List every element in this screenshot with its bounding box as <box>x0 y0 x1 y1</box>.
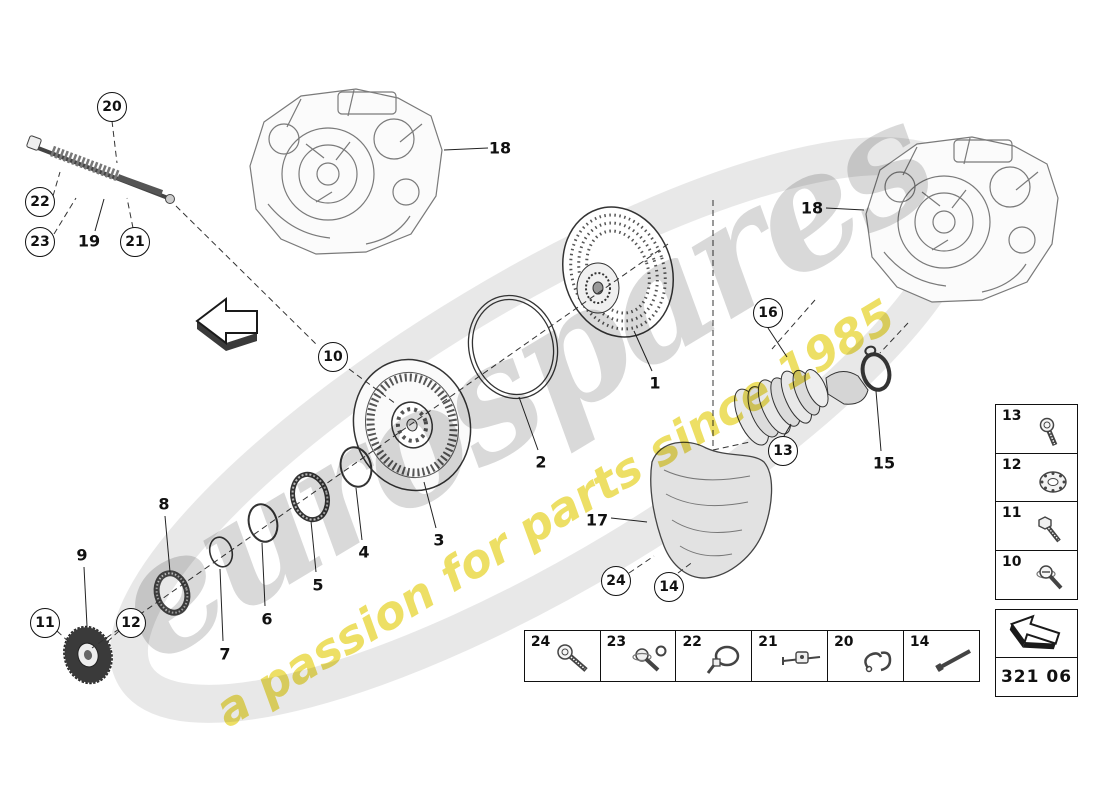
part-1-clutch-drum <box>561 206 675 338</box>
side-box-12-number: 12 <box>1002 456 1022 473</box>
strip-box-21[interactable]: 21 <box>751 630 829 682</box>
strip-box-24[interactable]: 24 <box>523 630 601 682</box>
leader-lines <box>83 147 882 642</box>
label-5[interactable]: 5 <box>312 575 324 595</box>
part-2-oring <box>467 294 559 400</box>
strip-box-14-number: 14 <box>909 634 930 650</box>
strip-box-24-number: 24 <box>530 634 551 650</box>
label-1[interactable]: 1 <box>649 373 661 393</box>
direction-arrow-icon <box>195 296 258 351</box>
side-box-12[interactable]: 12 <box>995 452 1078 503</box>
spring-clip-icon <box>864 651 892 673</box>
diagram-code[interactable]: 321 06 <box>995 656 1078 697</box>
callout-12[interactable]: 12 <box>116 608 146 638</box>
part-16-boot <box>734 369 829 446</box>
callout-24[interactable]: 24 <box>601 566 631 596</box>
side-box-10-number: 10 <box>1002 554 1022 571</box>
diagram-code-icon-box[interactable] <box>995 609 1078 658</box>
dowel-pin-icon <box>935 649 971 673</box>
callout-10[interactable]: 10 <box>318 342 348 372</box>
fastener-side-panel: 13 12 11 <box>995 403 1078 601</box>
part-13-bracket <box>825 371 869 405</box>
flanged-bolt-icon <box>632 645 667 672</box>
assembly-axis-lines <box>52 120 909 649</box>
label-19[interactable]: 19 <box>77 231 101 251</box>
label-6[interactable]: 6 <box>261 609 273 629</box>
label-15[interactable]: 15 <box>872 453 896 473</box>
side-box-10[interactable]: 10 <box>995 550 1078 601</box>
label-7[interactable]: 7 <box>219 644 231 664</box>
label-2[interactable]: 2 <box>535 452 547 472</box>
part-6-ring <box>247 503 279 543</box>
part-18-gearbox-left <box>249 88 443 255</box>
strip-box-21-number: 21 <box>758 634 778 650</box>
part-18-gearbox-right <box>865 136 1059 303</box>
callout-16[interactable]: 16 <box>753 298 783 328</box>
socket-head-bolt-icon <box>557 644 588 672</box>
locking-rod-icon <box>782 651 821 665</box>
callout-21[interactable]: 21 <box>120 227 150 257</box>
socket-head-bolt-icon <box>1039 417 1058 446</box>
flanged-disc-icon <box>1039 470 1067 493</box>
part-4-ring <box>339 446 373 488</box>
callout-13[interactable]: 13 <box>768 436 798 466</box>
label-3[interactable]: 3 <box>433 530 445 550</box>
strip-box-23-number: 23 <box>606 634 627 650</box>
label-18-left[interactable]: 18 <box>488 138 512 158</box>
callout-14[interactable]: 14 <box>654 572 684 602</box>
part-8-bearing <box>153 570 191 616</box>
strip-box-14[interactable]: 14 <box>902 630 980 682</box>
strip-box-20-number: 20 <box>834 634 854 650</box>
strip-box-22-number: 22 <box>682 634 702 650</box>
part-7-ring <box>208 536 234 568</box>
strip-box-23[interactable]: 23 <box>599 630 677 682</box>
side-box-13[interactable]: 13 <box>995 403 1078 454</box>
label-17[interactable]: 17 <box>585 510 609 530</box>
label-8[interactable]: 8 <box>158 494 170 514</box>
part-17-cover <box>650 441 773 579</box>
side-box-11-number: 11 <box>1002 505 1022 522</box>
callout-20[interactable]: 20 <box>97 92 127 122</box>
pan-head-screw-icon <box>1036 565 1063 590</box>
side-box-13-number: 13 <box>1002 407 1022 424</box>
part-5-bearing <box>290 471 330 523</box>
strip-box-22[interactable]: 22 <box>675 630 753 682</box>
callout-11[interactable]: 11 <box>30 608 60 638</box>
part-9-pulley <box>62 625 114 685</box>
label-18-right[interactable]: 18 <box>800 198 824 218</box>
part-15-seal <box>860 345 892 392</box>
part-19-shaft <box>26 135 175 204</box>
strip-box-20[interactable]: 20 <box>827 630 905 682</box>
cable-clamp-icon <box>707 645 740 674</box>
direction-arrow-icon <box>1009 614 1061 650</box>
callout-22[interactable]: 22 <box>25 187 55 217</box>
callout-23[interactable]: 23 <box>25 227 55 257</box>
label-9[interactable]: 9 <box>76 545 88 565</box>
fastener-bottom-strip: 24 23 22 21 <box>523 630 980 682</box>
side-box-11[interactable]: 11 <box>995 501 1078 552</box>
label-4[interactable]: 4 <box>358 542 370 562</box>
hex-flange-bolt-icon <box>1038 516 1061 543</box>
part-3-pressure-plate <box>352 358 472 492</box>
